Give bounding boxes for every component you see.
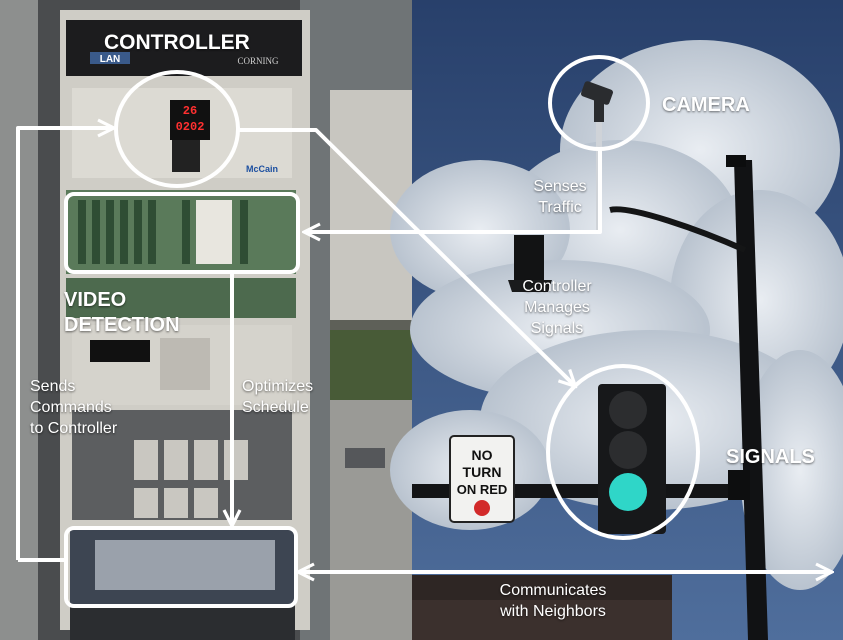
- annotation-arrows: [16, 128, 830, 572]
- video-detection-line-1: VIDEO: [64, 289, 127, 311]
- sends-line-3: to Controller: [30, 420, 118, 437]
- sign-line-2: TURN: [463, 464, 502, 480]
- sends-line-2: Commands: [30, 399, 112, 416]
- manages-line-1: Controller: [522, 278, 592, 295]
- optimizes-line-2: Schedule: [242, 399, 309, 416]
- communications-highlight-box: [64, 526, 298, 608]
- communicates-line-2: with Neighbors: [500, 603, 606, 620]
- communicates-line-1: Communicates: [499, 582, 607, 599]
- senses-traffic-line-1: Senses: [533, 178, 587, 195]
- sends-commands-caption: Sends Commands to Controller: [30, 376, 117, 439]
- manages-line-3: Signals: [530, 320, 584, 337]
- controller-manages-signals-caption: Controller Manages Signals: [506, 276, 608, 339]
- sends-line-1: Sends: [30, 378, 76, 395]
- video-detection-line-2: DETECTION: [64, 314, 180, 336]
- camera-label: CAMERA: [662, 94, 750, 116]
- manages-line-2: Manages: [524, 299, 590, 316]
- signals-label: SIGNALS: [726, 446, 815, 468]
- optimizes-line-1: Optimizes: [242, 378, 314, 395]
- sign-line-1: NO: [472, 447, 493, 463]
- video-detection-highlight-box: [64, 192, 300, 274]
- controller-highlight-circle: [114, 70, 240, 188]
- communicates-neighbors-caption: Communicates with Neighbors: [478, 580, 628, 622]
- controller-label: CONTROLLER: [104, 31, 250, 54]
- camera-highlight-circle: [548, 55, 650, 151]
- senses-traffic-caption: Senses Traffic: [520, 176, 600, 218]
- corning-badge: CORNING: [237, 56, 279, 66]
- arrow-to-controller: [16, 128, 112, 560]
- arrow-camera-to-detection: [306, 150, 602, 232]
- video-detection-label: VIDEO DETECTION: [64, 288, 180, 338]
- mccain-badge: McCain: [246, 164, 278, 174]
- signals-highlight-circle: [546, 364, 700, 540]
- lan-badge: LAN: [100, 54, 121, 65]
- sign-line-3: ON RED: [457, 482, 508, 497]
- senses-traffic-line-2: Traffic: [538, 199, 582, 216]
- optimizes-schedule-caption: Optimizes Schedule: [242, 376, 313, 418]
- arrow-controller-to-signals: [236, 128, 574, 385]
